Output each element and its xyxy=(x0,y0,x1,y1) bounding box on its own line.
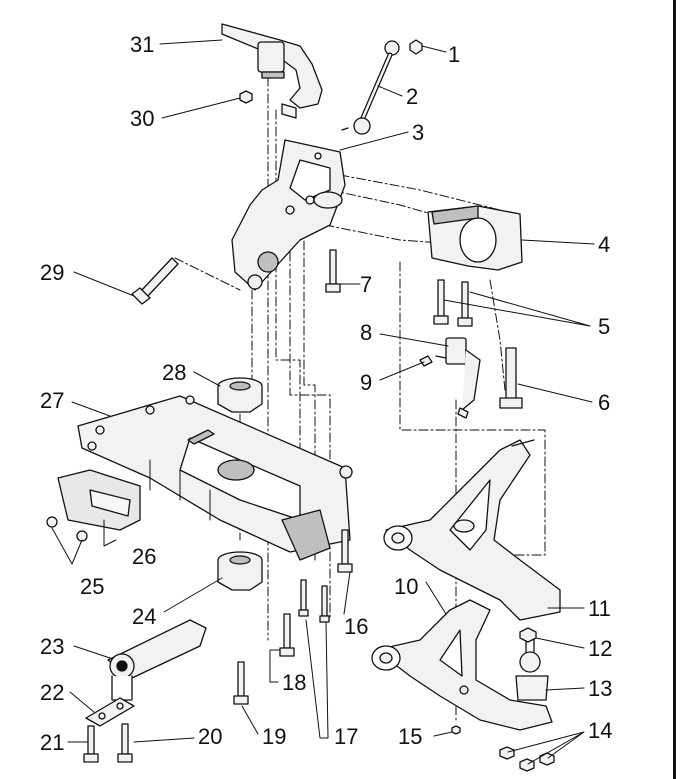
callout-12: 12 xyxy=(588,636,613,661)
callout-23: 23 xyxy=(40,634,65,659)
wishbone-lower xyxy=(371,599,553,731)
callout-27: 27 xyxy=(40,388,65,413)
callout-5: 5 xyxy=(598,314,611,339)
nut-12 xyxy=(519,627,537,643)
subframe-bracket xyxy=(231,139,346,291)
callout-1: 1 xyxy=(448,42,461,67)
ball-joint xyxy=(515,639,549,701)
callout-3: 3 xyxy=(412,120,425,145)
callout-18: 18 xyxy=(282,670,307,695)
pendulum-support xyxy=(107,619,207,701)
callout-19: 19 xyxy=(262,724,287,749)
callout-28: 28 xyxy=(162,360,187,385)
callout-6: 6 xyxy=(598,390,611,415)
bushing-28 xyxy=(217,377,263,413)
callout-10: 10 xyxy=(394,574,419,599)
callout-9: 9 xyxy=(360,370,373,395)
callout-17: 17 xyxy=(334,724,359,749)
callout-4: 4 xyxy=(598,232,611,257)
leader-lines xyxy=(51,39,595,765)
callout-8: 8 xyxy=(360,320,373,345)
bolt-7 xyxy=(325,249,341,293)
bolt-16 xyxy=(337,529,353,573)
bracket-22 xyxy=(85,697,135,727)
callout-26: 26 xyxy=(132,544,157,569)
bolt-21 xyxy=(83,725,99,763)
bushing-24 xyxy=(217,551,263,591)
bolt-18 xyxy=(279,613,295,657)
callout-31: 31 xyxy=(130,32,155,57)
nut-30 xyxy=(239,90,253,104)
bolt-15 xyxy=(451,725,461,735)
bolt-29 xyxy=(131,257,179,305)
bolts-25 xyxy=(46,516,88,542)
subframe xyxy=(77,395,353,561)
stabilizer-bar xyxy=(221,23,323,119)
callout-30: 30 xyxy=(130,106,155,131)
level-sensor xyxy=(419,337,481,419)
callout-13: 13 xyxy=(588,676,613,701)
callout-25: 25 xyxy=(80,574,105,599)
callout-15: 15 xyxy=(398,724,423,749)
bolt-6 xyxy=(499,347,523,409)
bolt-19 xyxy=(233,661,249,705)
bolts-5 xyxy=(433,279,473,327)
bolt-20 xyxy=(117,723,133,763)
wishbone-upper xyxy=(383,439,561,621)
nuts-14 xyxy=(499,746,555,772)
bolts-17 xyxy=(298,579,330,623)
callout-20: 20 xyxy=(198,724,223,749)
callout-14: 14 xyxy=(588,718,613,743)
callout-24: 24 xyxy=(132,604,157,629)
callout-21: 21 xyxy=(40,730,65,755)
callout-29: 29 xyxy=(40,260,65,285)
heat-shield xyxy=(57,469,141,531)
callout-2: 2 xyxy=(406,84,419,109)
callout-16: 16 xyxy=(344,614,369,639)
engine-mount xyxy=(427,205,523,271)
callout-7: 7 xyxy=(360,272,373,297)
callout-22: 22 xyxy=(40,680,65,705)
callout-11: 11 xyxy=(588,596,611,621)
coupling-link xyxy=(341,39,423,135)
